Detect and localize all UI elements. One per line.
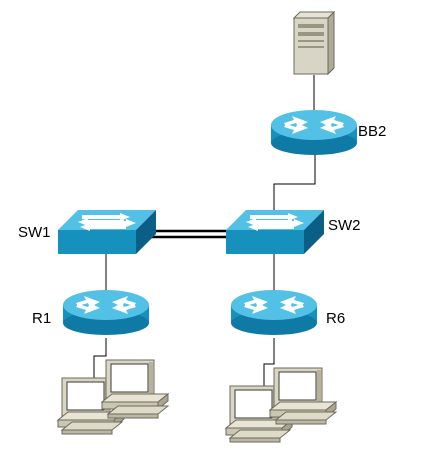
link-bb2-sw2: [273, 152, 316, 210]
router-bb2-label: BB2: [358, 123, 386, 140]
router-icon: [231, 290, 317, 335]
router-r1[interactable]: R1: [32, 290, 149, 335]
switch-icon: [58, 210, 156, 254]
router-bb2[interactable]: BB2: [271, 110, 386, 155]
switch-sw2-label: SW2: [328, 217, 361, 234]
link-r6-pcs-right: [263, 338, 275, 392]
switch-sw2[interactable]: SW2: [226, 210, 361, 254]
workstations-right-icon[interactable]: [225, 367, 337, 443]
router-r6-label: R6: [326, 310, 345, 327]
workstations-left-icon[interactable]: [57, 359, 169, 435]
router-r1-label: R1: [32, 310, 51, 327]
switch-icon: [226, 210, 324, 254]
link-r1-pcs-left: [93, 338, 107, 382]
router-r6[interactable]: R6: [231, 290, 345, 335]
router-icon: [271, 110, 357, 155]
router-icon: [63, 290, 149, 335]
server-icon[interactable]: [292, 10, 336, 76]
switch-sw1[interactable]: SW1: [18, 210, 156, 254]
switch-sw1-label: SW1: [18, 224, 51, 241]
